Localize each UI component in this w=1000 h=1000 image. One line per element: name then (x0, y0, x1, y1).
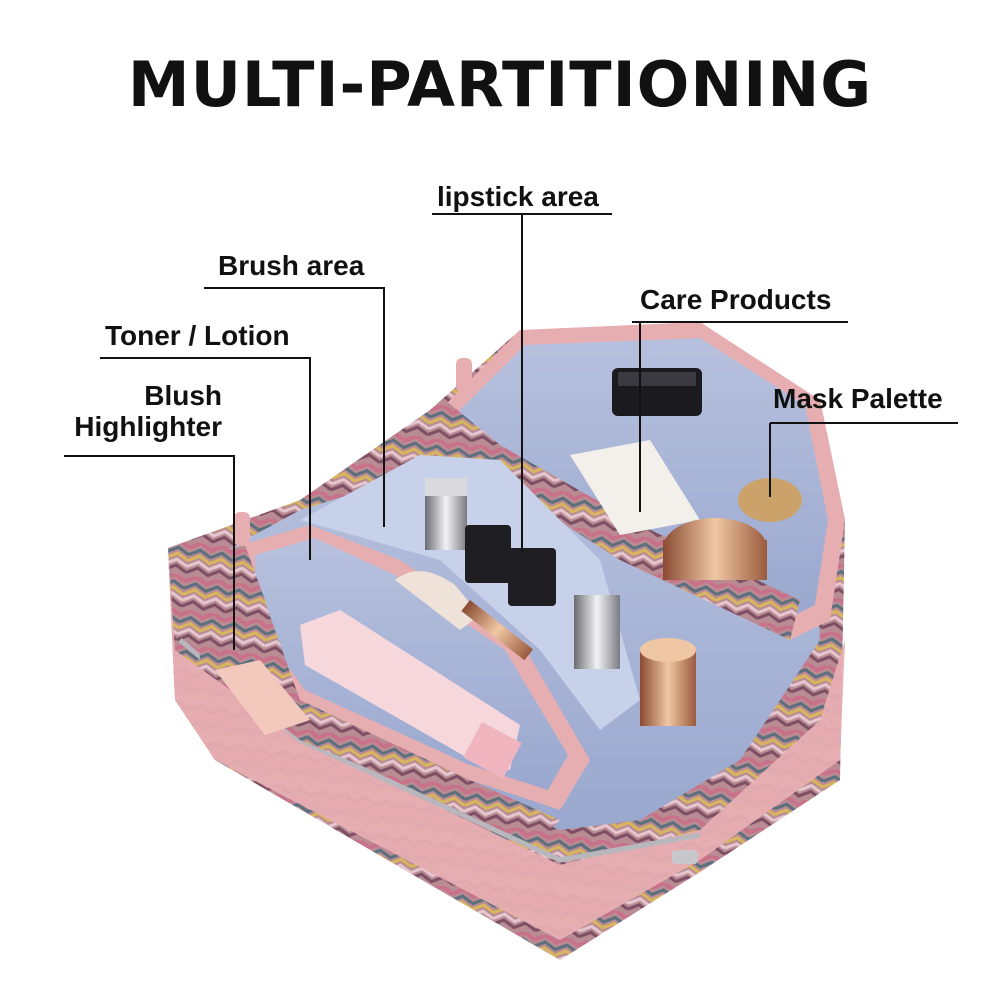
care-products-label: Care Products (640, 284, 832, 315)
callout-lines (64, 213, 958, 650)
lipstick-area-label: lipstick area (437, 181, 599, 212)
blush-label-line2: Highlighter (74, 411, 222, 442)
mask-palette-label: Mask Palette (773, 383, 943, 414)
zipper-pulls (234, 358, 698, 864)
toner-lotion-label: Toner / Lotion (105, 320, 290, 351)
blush-label: Blush Highlighter (60, 380, 222, 442)
side-pocket (190, 545, 310, 735)
brush-area-label: Brush area (218, 250, 365, 281)
blush-label-line1: Blush (144, 380, 222, 411)
page-headline: MULTI-PARTITIONING (127, 48, 873, 121)
